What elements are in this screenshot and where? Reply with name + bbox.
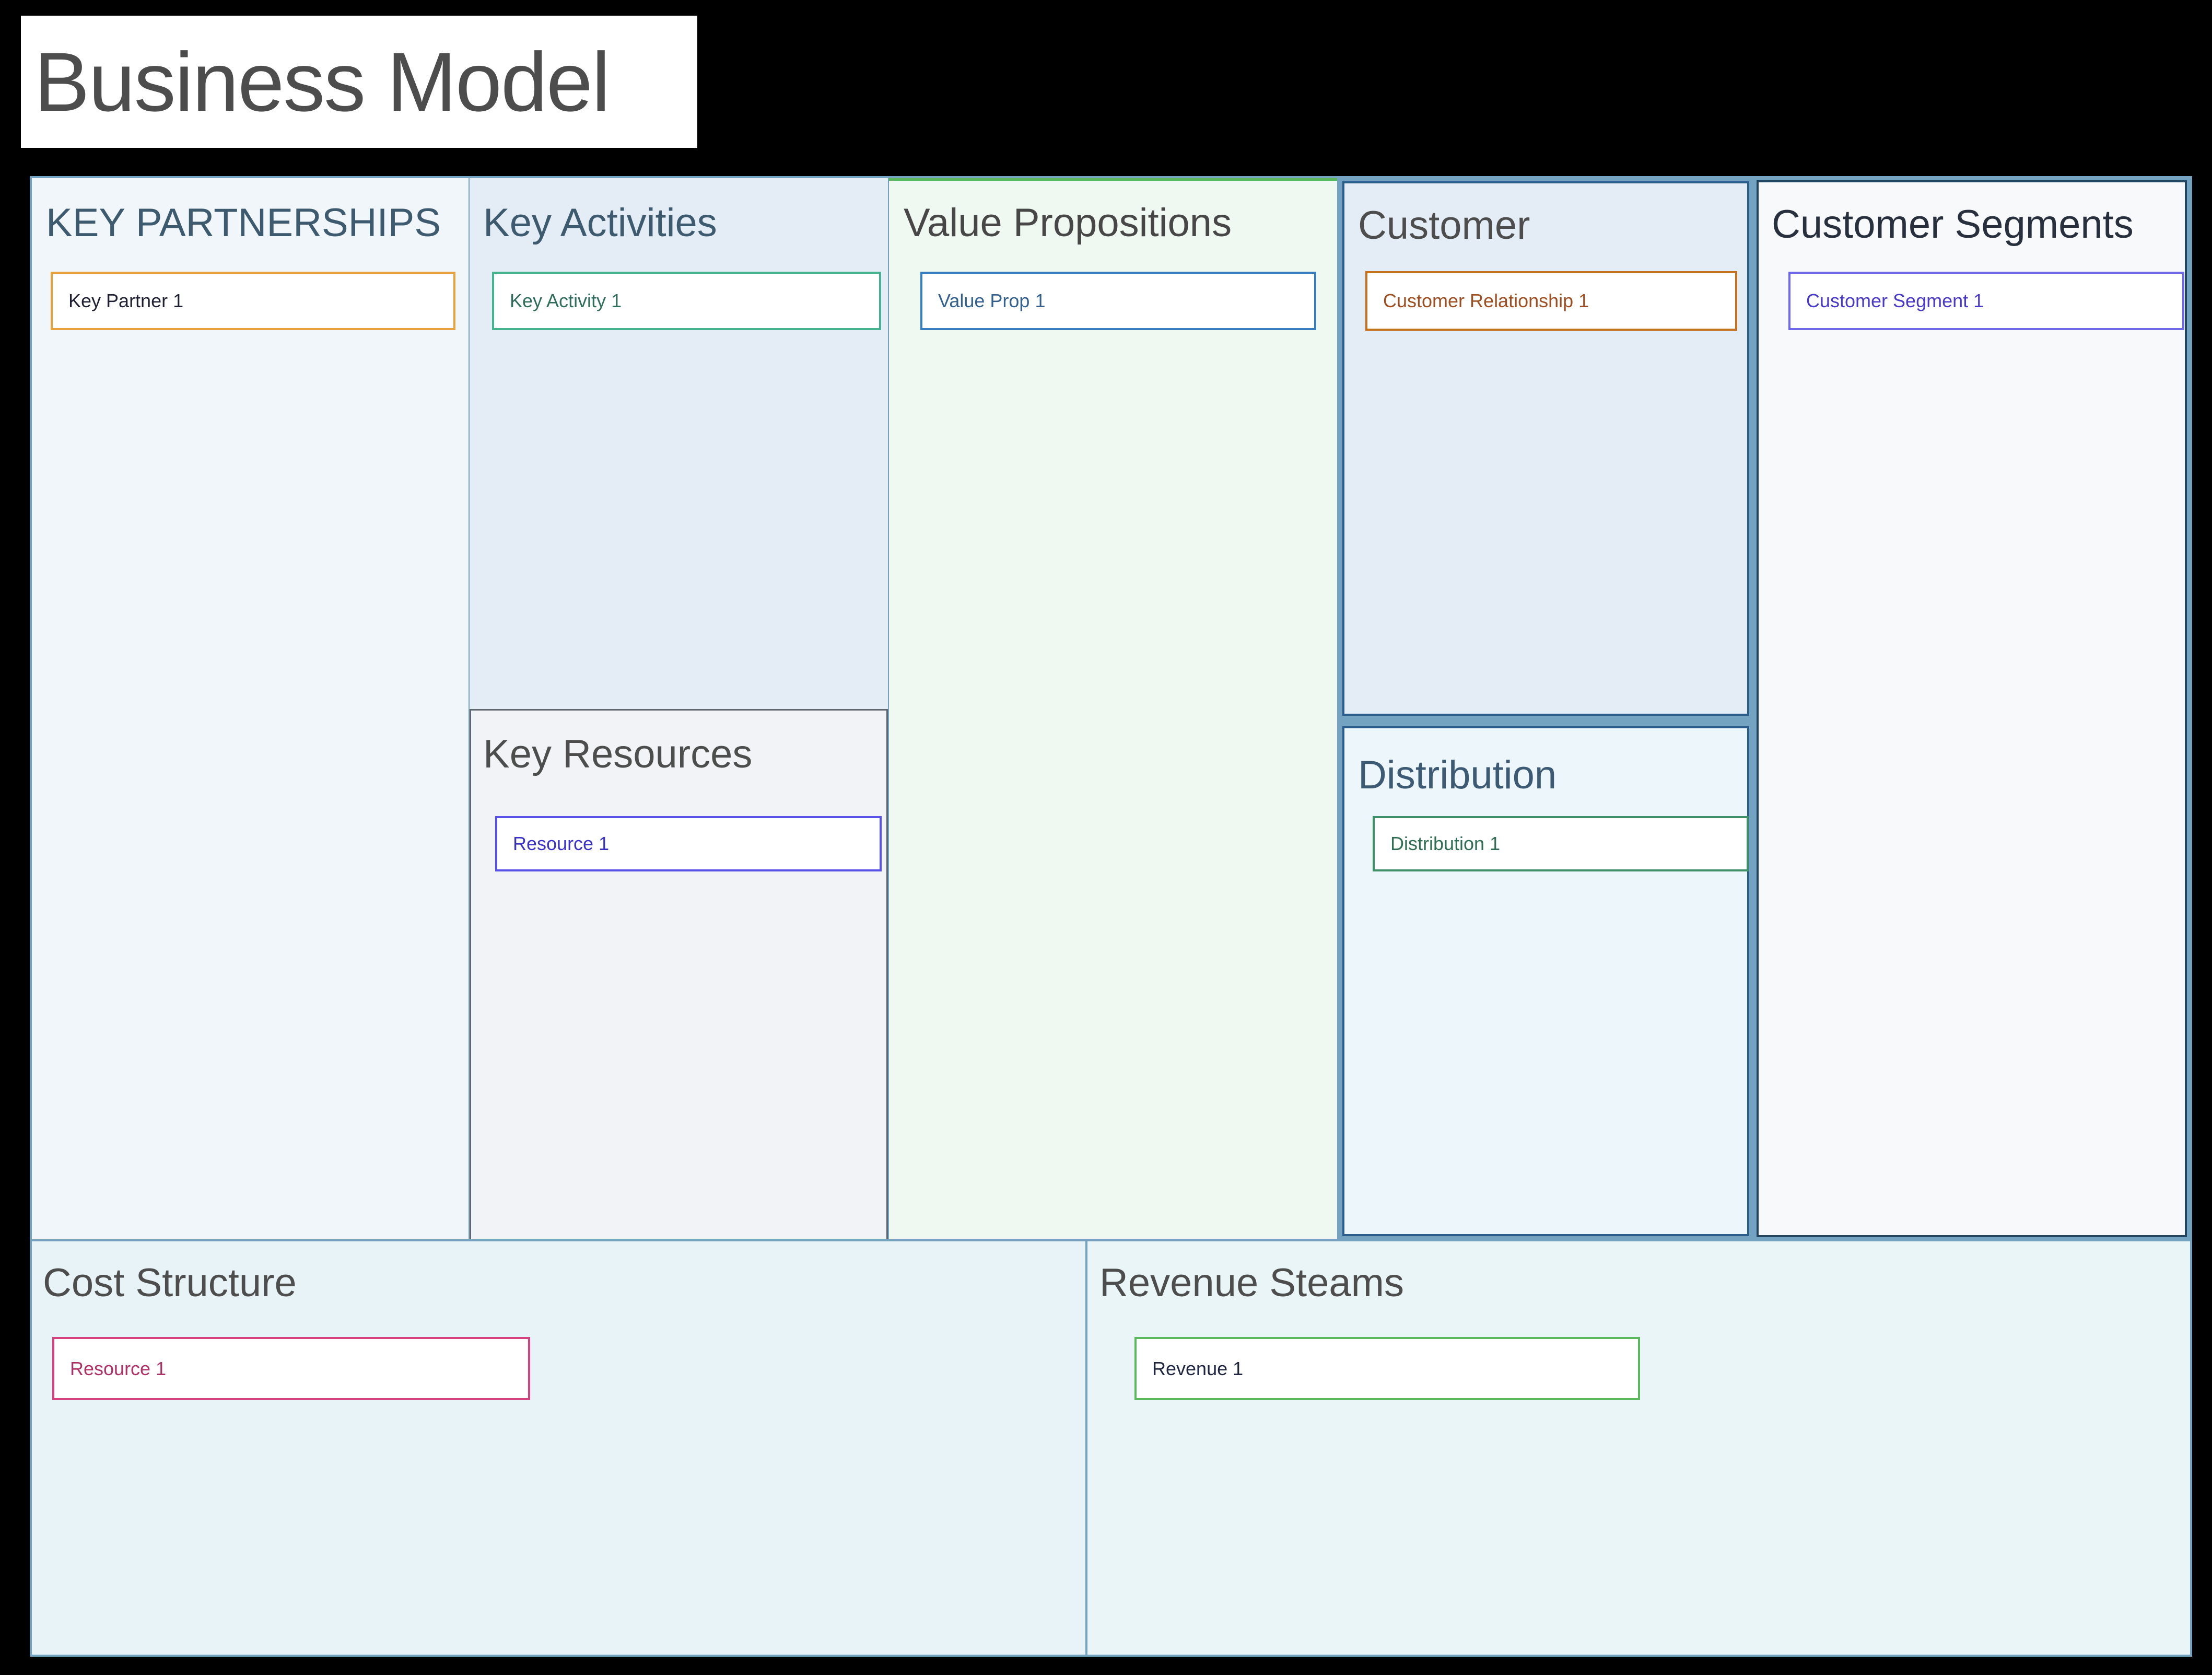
title-box: Business Model — [21, 16, 697, 148]
card-key-activity-label: Key Activity 1 — [510, 290, 622, 311]
header-distribution: Distribution — [1358, 753, 1557, 797]
panel-customer-segments — [1757, 180, 2187, 1237]
card-key-resource-label: Resource 1 — [513, 833, 610, 854]
panel-key-partnerships — [32, 178, 469, 1239]
header-customer: Customer — [1358, 203, 1530, 248]
card-value-prop[interactable]: Value Prop 1 — [920, 272, 1316, 330]
card-key-resource[interactable]: Resource 1 — [495, 816, 882, 871]
header-cost-structure: Cost Structure — [43, 1261, 297, 1305]
card-key-partner-label: Key Partner 1 — [68, 290, 184, 311]
card-revenue[interactable]: Revenue 1 — [1134, 1337, 1640, 1400]
header-customer-segments: Customer Segments — [1772, 202, 2134, 247]
panel-customer — [1342, 181, 1749, 716]
panel-cost-structure — [32, 1241, 1085, 1655]
card-key-partner[interactable]: Key Partner 1 — [51, 272, 455, 330]
panel-key-activities — [470, 178, 888, 709]
card-customer-segment-label: Customer Segment 1 — [1806, 290, 1984, 311]
panel-value-propositions — [889, 178, 1337, 1239]
header-value-propositions: Value Propositions — [904, 201, 1232, 245]
card-customer-segment[interactable]: Customer Segment 1 — [1788, 272, 2184, 330]
card-customer-relationship[interactable]: Customer Relationship 1 — [1365, 271, 1737, 331]
panel-revenue-steams — [1087, 1241, 2190, 1655]
page-title: Business Model — [34, 34, 610, 129]
panel-key-resources — [470, 709, 888, 1239]
card-revenue-label: Revenue 1 — [1152, 1357, 1244, 1379]
card-cost-resource[interactable]: Resource 1 — [52, 1337, 530, 1400]
card-distribution-label: Distribution 1 — [1390, 833, 1501, 854]
header-revenue-steams: Revenue Steams — [1099, 1261, 1404, 1305]
card-cost-resource-label: Resource 1 — [70, 1357, 167, 1379]
card-key-activity[interactable]: Key Activity 1 — [492, 272, 881, 330]
card-distribution[interactable]: Distribution 1 — [1373, 816, 1749, 871]
card-value-prop-label: Value Prop 1 — [938, 290, 1046, 311]
card-customer-relationship-label: Customer Relationship 1 — [1383, 290, 1589, 311]
panel-distribution — [1342, 726, 1749, 1236]
header-key-activities: Key Activities — [483, 201, 717, 245]
header-key-partnerships: KEY PARTNERSHIPS — [46, 201, 441, 245]
header-key-resources: Key Resources — [483, 732, 753, 776]
